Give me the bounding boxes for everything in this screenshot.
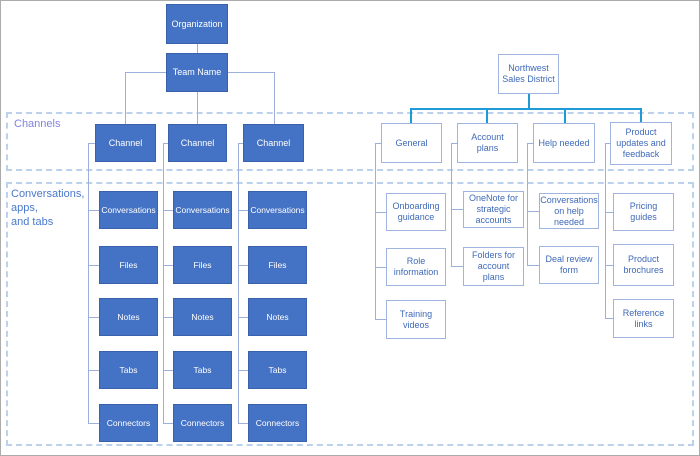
connector-line — [88, 143, 95, 144]
connector-line — [163, 265, 173, 266]
connector-line — [451, 266, 463, 267]
connector-line — [375, 143, 376, 319]
connector-line — [238, 143, 243, 144]
channel-box: Channel — [168, 124, 227, 162]
connector-line — [88, 210, 99, 211]
channels-region-label: Channels — [14, 118, 61, 130]
connector-line — [451, 143, 457, 144]
connector-line — [605, 265, 613, 266]
general-channel-box: General — [381, 123, 442, 163]
connector-line — [88, 370, 99, 371]
connector-line — [375, 267, 386, 268]
connector-line — [163, 143, 164, 423]
connector-line — [125, 72, 126, 124]
training-videos-box: Training videos — [386, 300, 446, 339]
connector-line — [163, 370, 173, 371]
connector-line — [238, 143, 239, 423]
onenote-strategic-accounts-box: OneNote for strategic accounts — [463, 191, 524, 228]
tabs-box: Tabs — [248, 351, 307, 389]
conversations-apps-tabs-region-label: Conversations, apps, and tabs — [11, 188, 85, 228]
nw-sales-district-box: Northwest Sales District — [498, 54, 559, 94]
connector-line — [375, 143, 381, 144]
connector-line — [527, 211, 539, 212]
connector-line — [197, 44, 198, 53]
connector-line — [527, 265, 539, 266]
connector-line — [274, 72, 275, 124]
connector-line — [238, 265, 248, 266]
organization-box: Organization — [166, 4, 228, 44]
notes-box: Notes — [248, 298, 307, 336]
connector-line — [375, 319, 386, 320]
connector-line — [238, 317, 248, 318]
connectors-box: Connectors — [173, 404, 232, 442]
connector-line — [163, 423, 173, 424]
connector-line — [564, 108, 566, 123]
connector-line — [197, 92, 198, 124]
connector-line — [163, 317, 173, 318]
connectors-box: Connectors — [248, 404, 307, 442]
account-plans-channel-box: Account plans — [457, 123, 518, 163]
connector-line — [527, 143, 528, 265]
connector-line — [410, 108, 642, 110]
connector-line — [605, 143, 610, 144]
deal-review-form-box: Deal review form — [539, 246, 599, 284]
tabs-box: Tabs — [173, 351, 232, 389]
connector-line — [410, 108, 412, 123]
connector-line — [88, 265, 99, 266]
connector-line — [163, 143, 168, 144]
product-updates-channel-box: Product updates and feedback — [610, 122, 672, 165]
connector-line — [605, 318, 613, 319]
connector-line — [88, 143, 89, 423]
conversations-box: Conversations — [99, 191, 158, 229]
reference-links-box: Reference links — [613, 299, 674, 338]
connector-line — [605, 143, 606, 318]
pricing-guides-box: Pricing guides — [613, 193, 674, 231]
connector-line — [238, 210, 248, 211]
channels-region — [6, 112, 694, 171]
connector-line — [88, 423, 99, 424]
connector-line — [640, 108, 642, 123]
connector-line — [451, 143, 452, 266]
files-box: Files — [248, 246, 307, 284]
connectors-box: Connectors — [99, 404, 158, 442]
connector-line — [605, 212, 613, 213]
product-brochures-box: Product brochures — [613, 244, 674, 286]
help-needed-channel-box: Help needed — [533, 123, 595, 163]
conversations-help-needed-box: Conversations on help needed — [539, 193, 599, 229]
notes-box: Notes — [173, 298, 232, 336]
team-name-box: Team Name — [166, 53, 228, 92]
notes-box: Notes — [99, 298, 158, 336]
folders-account-plans-box: Folders for account plans — [463, 247, 524, 286]
connector-line — [163, 210, 173, 211]
connector-line — [451, 209, 463, 210]
files-box: Files — [99, 246, 158, 284]
connector-line — [486, 108, 488, 123]
connector-line — [375, 212, 386, 213]
connector-line — [238, 423, 248, 424]
files-box: Files — [173, 246, 232, 284]
conversations-box: Conversations — [173, 191, 232, 229]
tabs-box: Tabs — [99, 351, 158, 389]
channel-box: Channel — [243, 124, 304, 162]
onboarding-guidance-box: Onboarding guidance — [386, 193, 446, 231]
connector-line — [238, 370, 248, 371]
conversations-box: Conversations — [248, 191, 307, 229]
channel-box: Channel — [95, 124, 156, 162]
conversations-apps-tabs-region — [6, 182, 694, 446]
connector-line — [528, 94, 530, 108]
role-information-box: Role information — [386, 248, 446, 286]
connector-line — [88, 317, 99, 318]
connector-line — [527, 143, 533, 144]
